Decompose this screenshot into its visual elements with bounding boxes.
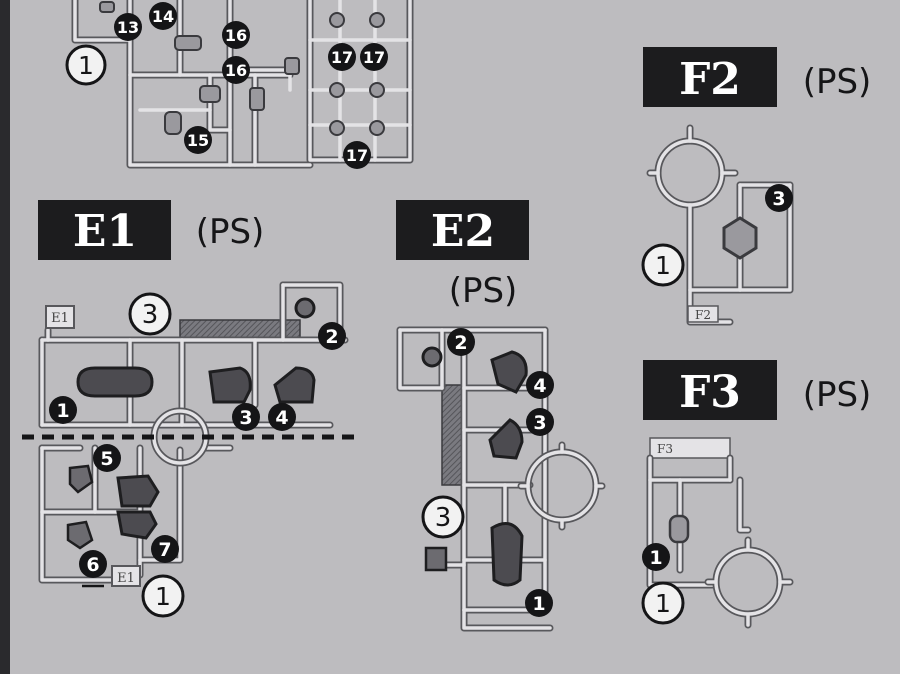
e1-circled-3: 3 <box>128 292 172 336</box>
svg-text:16: 16 <box>225 61 247 80</box>
f2-circled-1: 1 <box>641 243 685 287</box>
e1-circled-1: 1 <box>141 574 185 618</box>
e1-section: E1 (PS) <box>22 200 360 618</box>
svg-text:3: 3 <box>435 503 452 533</box>
svg-text:15: 15 <box>187 131 209 150</box>
f2-label: F2 <box>679 54 741 105</box>
svg-text:1: 1 <box>649 547 662 569</box>
e1-label-box <box>38 200 171 260</box>
svg-text:2: 2 <box>454 332 467 354</box>
svg-text:1: 1 <box>655 589 671 618</box>
e2-marker-1: 1 <box>525 589 553 617</box>
e2-label: E2 <box>431 206 495 257</box>
svg-text:4: 4 <box>533 375 546 397</box>
svg-text:13: 13 <box>117 18 139 37</box>
e1-marker-6: 6 <box>79 550 107 578</box>
e2-section: E2 (PS) <box>396 200 606 632</box>
svg-text:1: 1 <box>78 51 94 80</box>
e-top-marker-15: 15 <box>184 126 212 154</box>
svg-text:1: 1 <box>155 582 171 611</box>
e-top-circled-1: 1 <box>65 44 107 86</box>
e2-marker-3: 3 <box>526 408 554 436</box>
svg-text:17: 17 <box>346 146 368 165</box>
svg-text:3: 3 <box>239 407 252 429</box>
f3-material: (PS) <box>803 375 872 415</box>
f2-material: (PS) <box>803 62 872 102</box>
f2-label-box <box>643 47 777 107</box>
e1-marker-2: 2 <box>318 322 346 350</box>
e1-marker-7: 7 <box>151 535 179 563</box>
e1-runner-tag-bottom: E1 <box>117 571 135 586</box>
e2-marker-2: 2 <box>447 328 475 356</box>
e-top-marker-14: 14 <box>149 2 177 30</box>
e-top-marker-17b: 17 <box>360 43 388 71</box>
svg-text:16: 16 <box>225 26 247 45</box>
f2-runner-tag: F2 <box>695 308 711 322</box>
f3-label: F3 <box>679 367 741 418</box>
e-top-marker-17c: 17 <box>343 141 371 169</box>
svg-text:1: 1 <box>56 400 69 422</box>
svg-text:3: 3 <box>772 188 785 210</box>
f2-section: F2 (PS) <box>641 47 872 326</box>
f3-section: F3 (PS) F3 <box>641 360 872 629</box>
svg-text:3: 3 <box>142 300 159 330</box>
e2-circled-3: 3 <box>421 495 465 539</box>
e1-label: E1 <box>73 206 137 257</box>
svg-text:1: 1 <box>655 251 671 280</box>
e1-runner-tag-top: E1 <box>51 311 69 326</box>
e-top-marker-16b: 16 <box>222 56 250 84</box>
svg-text:5: 5 <box>100 448 113 470</box>
e-top-marker-16a: 16 <box>222 21 250 49</box>
f3-circled-1: 1 <box>641 581 685 625</box>
e-top-runner: 13 14 16 16 15 17 17 17 <box>65 0 414 169</box>
svg-text:1: 1 <box>532 593 545 615</box>
e1-material: (PS) <box>196 212 265 252</box>
svg-text:2: 2 <box>325 326 338 348</box>
svg-text:14: 14 <box>152 7 174 26</box>
f3-label-box <box>643 360 777 420</box>
svg-text:3: 3 <box>533 412 546 434</box>
svg-text:4: 4 <box>275 407 288 429</box>
e2-material: (PS) <box>449 271 518 311</box>
e2-label-box <box>396 200 529 260</box>
e1-marker-1: 1 <box>49 396 77 424</box>
e-top-marker-17a: 17 <box>328 43 356 71</box>
svg-text:17: 17 <box>363 48 385 67</box>
svg-text:17: 17 <box>331 48 353 67</box>
f3-marker-1: 1 <box>642 543 670 571</box>
e2-marker-4: 4 <box>526 371 554 399</box>
page-edge <box>0 0 10 674</box>
e1-marker-5: 5 <box>93 444 121 472</box>
e1-marker-3: 3 <box>232 403 260 431</box>
e-top-marker-13: 13 <box>114 13 142 41</box>
e1-marker-4: 4 <box>268 403 296 431</box>
f3-runner-tag: F3 <box>657 442 673 456</box>
svg-text:7: 7 <box>158 539 171 561</box>
f2-marker-3: 3 <box>765 184 793 212</box>
svg-text:6: 6 <box>86 554 99 576</box>
